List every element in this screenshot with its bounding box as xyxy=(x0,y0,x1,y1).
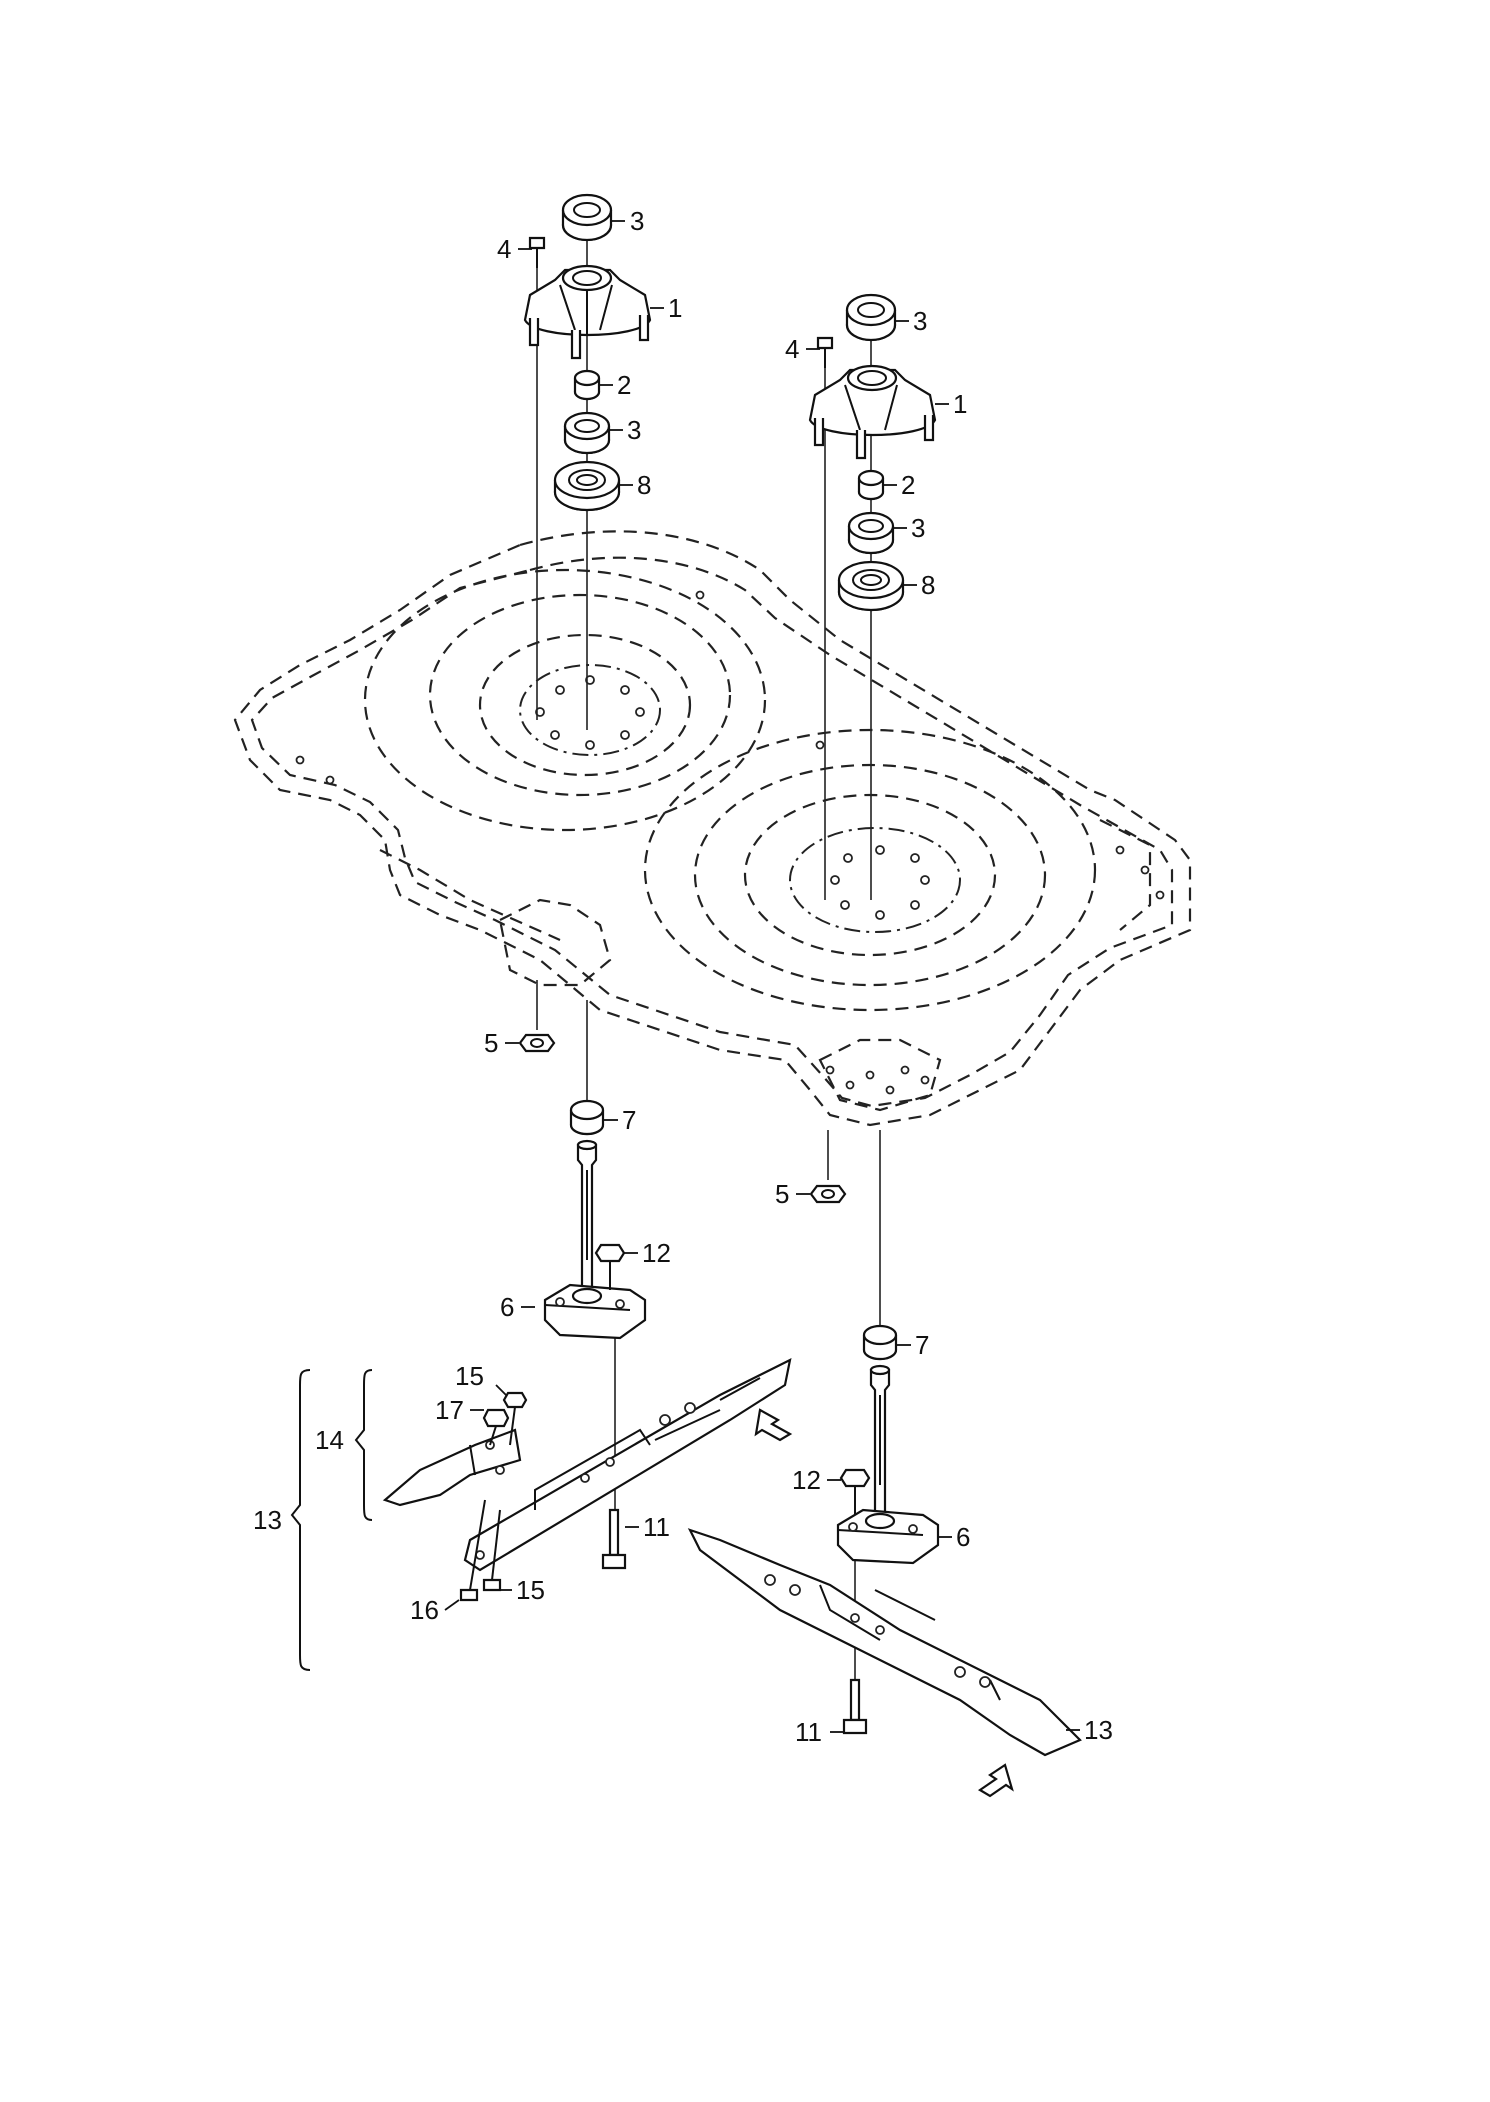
shaft-part-6 xyxy=(543,1139,647,1340)
mower-deck-outline xyxy=(233,530,1192,1127)
leader-lines xyxy=(444,220,1080,1733)
callout-label: 7 xyxy=(622,1105,636,1135)
callout-label: 15 xyxy=(516,1575,545,1605)
nut-part-12 xyxy=(839,1468,871,1515)
callout-label: 2 xyxy=(617,370,631,400)
callout-label: 1 xyxy=(953,389,967,419)
nut-part-5-left xyxy=(518,1033,556,1053)
callout-label: 14 xyxy=(315,1425,344,1455)
callout-label: 2 xyxy=(901,470,915,500)
blade-part-13 xyxy=(687,1528,1082,1757)
callout-label: 13 xyxy=(253,1505,282,1535)
bearing-part-7 xyxy=(862,1324,898,1361)
right-spindle-lower xyxy=(836,1324,940,1565)
left-blade-assembly xyxy=(382,1358,793,1602)
callout-label: 15 xyxy=(455,1361,484,1391)
callout-label: 5 xyxy=(775,1179,789,1209)
callout-label: 6 xyxy=(500,1292,514,1322)
nut-part-12 xyxy=(594,1243,626,1290)
mulching-blade-part-14 xyxy=(382,1428,522,1507)
callout-label: 8 xyxy=(921,570,935,600)
bearing-part-3 xyxy=(561,193,613,242)
spindle-housing-part-1 xyxy=(523,264,652,360)
callout-label: 11 xyxy=(795,1717,822,1747)
screw-part-4 xyxy=(528,236,546,268)
direction-arrow-icon xyxy=(977,1763,1014,1798)
screw-part-4 xyxy=(816,336,834,368)
right-spindle-upper xyxy=(808,293,937,612)
spacer-part-2 xyxy=(573,369,601,401)
callout-label: 8 xyxy=(637,470,651,500)
callout-label: 12 xyxy=(642,1238,671,1268)
callout-label: 1 xyxy=(668,293,682,323)
nut-part-5-right xyxy=(809,1184,847,1204)
bearing-part-3 xyxy=(847,511,895,555)
callout-label: 7 xyxy=(915,1330,929,1360)
callout-label: 4 xyxy=(497,234,511,264)
bracket-part-14 xyxy=(354,1369,373,1521)
callout-label: 3 xyxy=(627,415,641,445)
callout-labels: 3 4 1 2 3 8 3 4 1 2 3 8 5 7 5 12 6 7 15 … xyxy=(253,206,1113,1747)
callout-label: 11 xyxy=(643,1512,670,1542)
callout-label: 12 xyxy=(792,1465,821,1495)
bearing-part-3 xyxy=(563,411,611,455)
right-blade-assembly xyxy=(687,1528,1082,1798)
blade-part-13 xyxy=(463,1358,792,1572)
callout-label: 4 xyxy=(785,334,799,364)
callout-label: 3 xyxy=(630,206,644,236)
nut-part-17 xyxy=(482,1408,510,1446)
bearing-part-7 xyxy=(569,1099,605,1136)
left-spindle-upper xyxy=(523,193,652,512)
callout-label: 3 xyxy=(911,513,925,543)
seal-part-8 xyxy=(837,560,905,612)
bracket-part-13 xyxy=(290,1369,311,1671)
callout-label: 5 xyxy=(484,1028,498,1058)
bolt-part-16 xyxy=(459,1499,486,1602)
bearing-part-3 xyxy=(845,293,897,342)
direction-arrow-icon xyxy=(754,1408,793,1442)
seal-part-8 xyxy=(553,460,621,512)
spacer-part-2 xyxy=(857,469,885,501)
nut-part-15 xyxy=(502,1391,528,1446)
spindle-housing-part-1 xyxy=(808,364,937,460)
bolt-part-11 xyxy=(842,1678,868,1735)
callout-label: 6 xyxy=(956,1522,970,1552)
left-spindle-lower xyxy=(543,1099,647,1340)
bolt-part-11 xyxy=(601,1508,627,1570)
callout-label: 13 xyxy=(1084,1715,1113,1745)
callout-label: 17 xyxy=(435,1395,464,1425)
callout-label: 16 xyxy=(410,1595,439,1625)
callout-label: 3 xyxy=(913,306,927,336)
shaft-part-6 xyxy=(836,1364,940,1565)
